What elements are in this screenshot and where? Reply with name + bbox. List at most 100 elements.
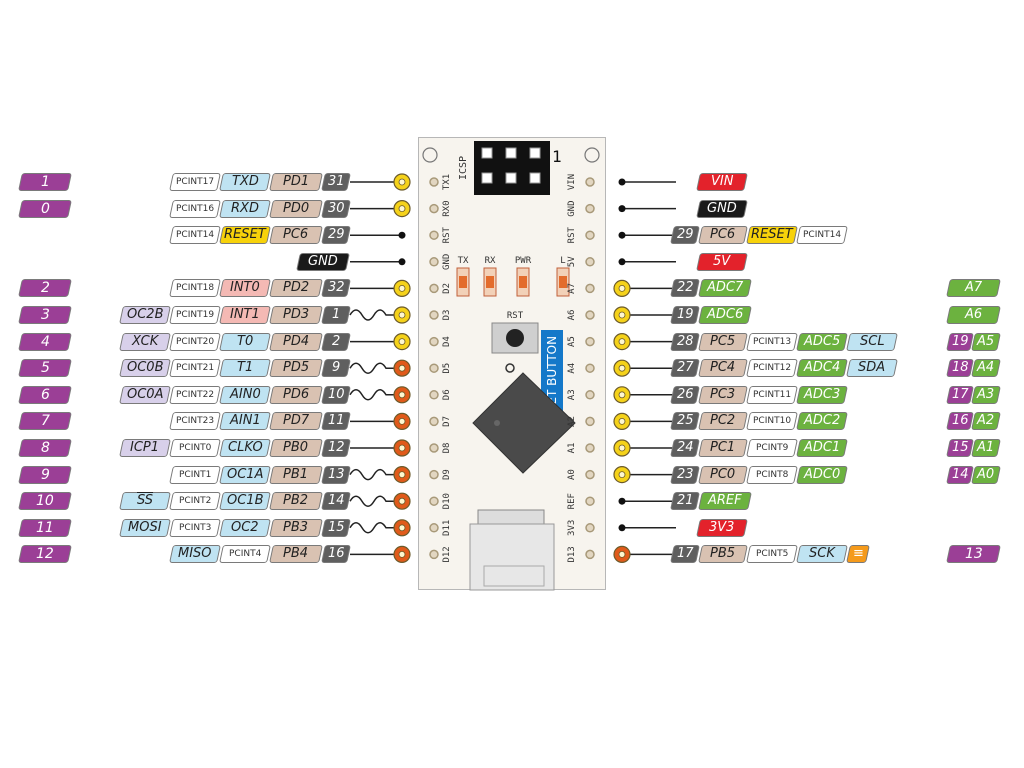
header-pin-right [585, 469, 595, 480]
pin-pad-hole [618, 364, 626, 372]
alt-function-label-text: T0 [236, 333, 254, 349]
port-pin-label: PD1 [269, 173, 323, 191]
board-pin-label-right: A1 [567, 443, 577, 454]
header-pin-right [585, 203, 595, 214]
physical-pin-number: 29 [670, 226, 700, 245]
atmega-chip [472, 372, 576, 474]
pcint-label: PCINT3 [169, 518, 221, 537]
arduino-pin-label: 13 [946, 545, 1001, 564]
icsp-pin [481, 172, 493, 184]
adc-label: ADC3 [796, 385, 848, 404]
port-pin-label: PC6 [698, 226, 748, 245]
pin-pad-hole [618, 338, 626, 346]
arduino-pin-label: 11 [18, 518, 72, 537]
pcint-label: PCINT11 [746, 385, 798, 404]
port-pin-label-text: PB5 [710, 546, 736, 562]
adc-label-text: ADC7 [706, 280, 744, 296]
port-pin-label: PD0 [269, 199, 323, 218]
physical-pin-number-text: 1 [331, 307, 341, 322]
arduino-pin-label: 12 [18, 545, 72, 564]
alt-function-label-text: SCK [809, 546, 835, 562]
arduino-pin-label: 0 [18, 199, 72, 218]
alt-function-label: OC1A [219, 465, 271, 484]
port-pin-label: PC5 [698, 332, 748, 351]
pcint-label: PCINT14 [796, 226, 848, 245]
pin-dot-icon [398, 231, 406, 239]
icsp-label: ICSP [458, 156, 469, 180]
pin-dot-icon [618, 524, 626, 532]
icsp-pin [481, 147, 493, 159]
physical-pin-number-text: 9 [331, 360, 341, 376]
physical-pin-number-text: 24 [676, 440, 694, 455]
physical-pin-number: 17 [670, 545, 700, 564]
arduino-analog-pin-label: A4 [971, 359, 1001, 378]
physical-pin-number-text: 28 [676, 333, 694, 349]
adc-label-text: ADC3 [803, 386, 841, 402]
pin-pad-hole [398, 524, 406, 532]
header-pin-right [585, 549, 595, 560]
alt-function-label-text: TXD [231, 174, 259, 189]
alt-function-label: SS [119, 492, 171, 511]
pcint-label: PCINT4 [219, 545, 271, 564]
pin-pad-hole [398, 444, 406, 452]
board-pin-label-left: D10 [442, 493, 452, 509]
board-pin-label-left: D12 [442, 546, 452, 562]
board-pin-label-left: TX1 [442, 174, 452, 190]
arduino-pin-label-text: 5 [40, 360, 50, 377]
pin-dot-icon [398, 258, 406, 266]
arduino-digital-pin-label: 15 [946, 439, 974, 457]
adc-label: ADC2 [796, 412, 848, 431]
alt-function-label-text: OC1B [226, 493, 264, 509]
port-pin-label-text: PD2 [282, 280, 310, 296]
pcint-label: PCINT9 [746, 439, 798, 457]
port-pin-label-text: PB3 [283, 519, 309, 535]
adc-label-text: ADC2 [803, 413, 841, 429]
alt-function-label-text: SS [136, 493, 154, 509]
header-pin-right [585, 283, 595, 294]
port-pin-label-text: PC3 [710, 386, 736, 402]
board-pin-label-left: GND [442, 254, 452, 270]
adc-label: ADC4 [796, 359, 848, 378]
board-pin-label-right: 3V3 [567, 520, 577, 536]
board-pin-label-left: RX0 [442, 200, 452, 216]
alt-function-label: RESET [746, 226, 798, 245]
arduino-digital-pin-label: 18 [946, 359, 974, 378]
physical-pin-number-text: 31 [327, 174, 345, 189]
board-pin-label-left: D7 [442, 416, 452, 427]
port-pin-label-text: PD4 [282, 333, 310, 349]
port-pin-label-text: PB1 [283, 466, 309, 482]
physical-pin-number-text: 32 [327, 280, 345, 296]
adc-label-text: ADC6 [706, 307, 744, 322]
header-pin-right [585, 230, 595, 240]
header-pin-left [429, 283, 439, 294]
arduino-analog-pin-label-text: A6 [964, 307, 983, 322]
physical-pin-number-text: 11 [327, 413, 345, 429]
arduino-analog-pin-label: A6 [946, 306, 1001, 324]
pcint-label: PCINT1 [169, 465, 221, 484]
mount-hole-icon [584, 147, 600, 163]
physical-pin-number-text: 29 [327, 227, 345, 243]
alt-function-label: TXD [219, 173, 271, 191]
alt-function-label: SCK [796, 545, 848, 564]
port-pin-label: PD6 [269, 385, 323, 404]
icsp-pin [529, 147, 541, 159]
alt-function-label-text: OC0B [126, 360, 164, 376]
arduino-analog-pin-label: A3 [971, 385, 1001, 404]
arduino-pin-label: 6 [18, 385, 72, 404]
rst-label: RST [507, 311, 524, 321]
board-pin-label-right: RST [567, 226, 577, 243]
pcint-label-text: PCINT19 [175, 310, 215, 320]
pwm-trace [349, 389, 402, 401]
adc-label: ADC1 [796, 439, 848, 457]
arduino-digital-pin-label-text: 18 [951, 360, 969, 376]
pin-pad-hole [398, 311, 406, 319]
physical-pin-number: 21 [670, 492, 700, 511]
alt-function-label: AIN1 [219, 412, 271, 431]
pin-pad-hole [398, 551, 406, 558]
port-pin-label: PC1 [698, 439, 748, 457]
port-pin-label-text: PC6 [710, 227, 736, 243]
pcint-label-text: PCINT1 [178, 469, 212, 480]
header-pin-right [585, 523, 595, 533]
pcint-label: PCINT20 [169, 332, 221, 351]
pcint-label: PCINT22 [169, 385, 221, 404]
